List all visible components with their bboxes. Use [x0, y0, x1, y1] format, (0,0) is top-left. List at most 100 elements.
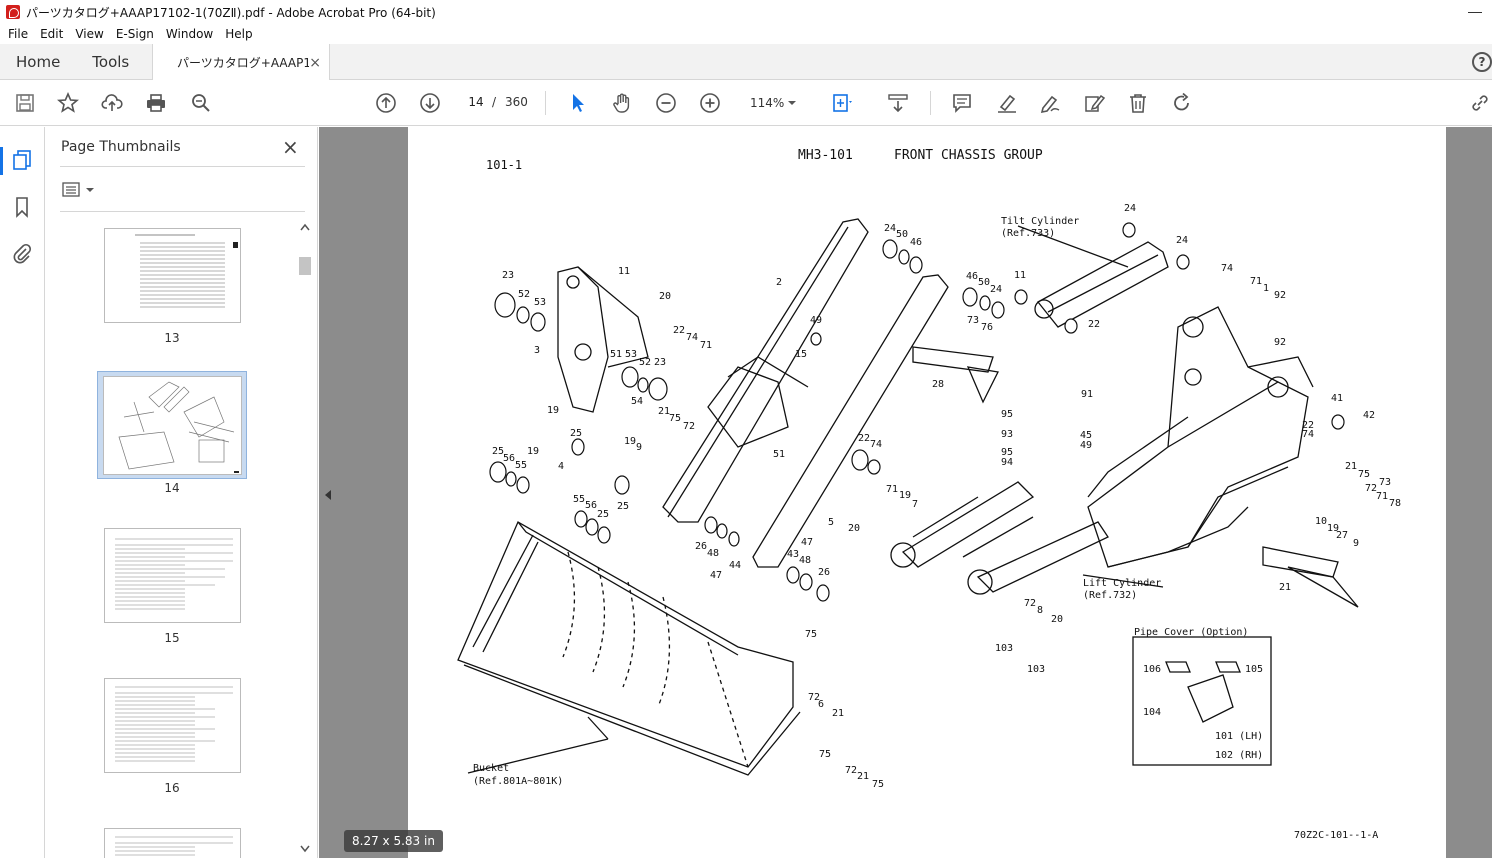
zoom-value: 114%: [750, 96, 785, 110]
delete-icon[interactable]: [1126, 91, 1150, 115]
thumbnail-label: 13: [164, 331, 180, 345]
thumbnail-page-14[interactable]: [103, 376, 242, 475]
callout: 74: [1221, 263, 1233, 274]
page-ref: 101-1: [486, 158, 522, 172]
document-view[interactable]: 101-1 MH3-101 FRONT CHASSIS GROUP: [319, 127, 1492, 858]
callout: 74: [870, 439, 882, 450]
scroll-mode-icon[interactable]: [886, 91, 910, 115]
zoom-in-icon[interactable]: [698, 91, 722, 115]
menu-window[interactable]: Window: [165, 27, 214, 41]
panel-divider: [60, 211, 305, 212]
page-thumbnails-icon[interactable]: [11, 149, 33, 171]
callout: 95: [1001, 447, 1013, 458]
page-up-icon[interactable]: [374, 91, 398, 115]
comment-icon[interactable]: [950, 91, 974, 115]
panel-divider: [60, 166, 305, 167]
page-down-icon[interactable]: [418, 91, 442, 115]
pdf-page: 101-1 MH3-101 FRONT CHASSIS GROUP: [408, 127, 1446, 858]
scroll-down-icon[interactable]: [300, 843, 310, 853]
close-panel-icon[interactable]: ×: [282, 135, 299, 159]
panel-title: Page Thumbnails: [61, 139, 181, 155]
save-icon[interactable]: [13, 91, 37, 115]
thumbnail-page-15[interactable]: [104, 528, 241, 623]
upload-icon[interactable]: [100, 91, 124, 115]
thumbnail-preview: [115, 836, 233, 856]
sign-icon[interactable]: [1038, 91, 1062, 115]
tilt-cylinder-ref: (Ref.733): [1001, 228, 1055, 239]
help-icon[interactable]: ?: [1472, 52, 1492, 72]
zoom-out-icon[interactable]: [654, 91, 678, 115]
callout: 72: [1365, 483, 1377, 494]
callout: 24: [1176, 235, 1188, 246]
callout: 49: [810, 315, 822, 326]
callout: 54: [631, 396, 643, 407]
callout: 106: [1143, 664, 1161, 675]
callout: 92: [1274, 337, 1286, 348]
bookmarks-icon[interactable]: [11, 196, 33, 218]
callout: 15: [795, 349, 807, 360]
tab-document[interactable]: パーツカタログ+AAAP1... ×: [152, 44, 330, 81]
tilt-cylinder-label: Tilt Cylinder: [1001, 216, 1079, 227]
attachments-icon[interactable]: [11, 242, 33, 264]
lift-cylinder-label: Lift Cylinder: [1083, 578, 1161, 589]
callout: 41: [1331, 393, 1343, 404]
minimize-icon[interactable]: [1468, 12, 1482, 13]
close-tab-icon[interactable]: ×: [309, 54, 321, 71]
callout: 103: [1027, 664, 1045, 675]
callout: 71: [1376, 491, 1388, 502]
thumbnail-page-13[interactable]: [104, 228, 241, 323]
callout: 3: [534, 345, 540, 356]
zoom-search-icon[interactable]: [189, 91, 213, 115]
callout: 8: [1037, 605, 1043, 616]
thumbnail-options-button[interactable]: [62, 181, 96, 199]
callout: 71: [886, 484, 898, 495]
tab-tools[interactable]: Tools: [92, 53, 130, 71]
callout: 22: [673, 325, 685, 336]
bookmark-star-icon[interactable]: [56, 91, 80, 115]
print-icon[interactable]: [144, 91, 168, 115]
page-number-input[interactable]: [462, 90, 490, 114]
thumbnail-page-17[interactable]: [104, 828, 241, 858]
bucket-label: Bucket: [473, 763, 509, 774]
callout: 11: [1014, 270, 1026, 281]
collapse-panel-icon[interactable]: [323, 489, 333, 501]
menu-edit[interactable]: Edit: [40, 27, 64, 41]
callout: 50: [978, 277, 990, 288]
menu-help[interactable]: Help: [225, 27, 253, 41]
link-icon[interactable]: [1468, 91, 1492, 115]
callout: 75: [805, 629, 817, 640]
menu-view[interactable]: View: [75, 27, 104, 41]
thumbnail-label: 14: [164, 481, 180, 495]
scroll-up-icon[interactable]: [300, 223, 310, 233]
fill-sign-icon[interactable]: [1082, 91, 1106, 115]
callout: 19: [527, 446, 539, 457]
highlight-icon[interactable]: [995, 91, 1019, 115]
thumbnail-scrollbar[interactable]: [298, 221, 312, 855]
thumbnail-label: 15: [164, 631, 180, 645]
callout: 42: [1363, 410, 1375, 421]
select-arrow-icon[interactable]: [566, 91, 590, 115]
tab-home[interactable]: Home: [16, 53, 61, 71]
callout: 71: [700, 340, 712, 351]
zoom-select[interactable]: 114%: [742, 92, 806, 114]
acrobat-icon: [6, 5, 20, 19]
callout: 91: [1081, 389, 1093, 400]
callout: 23: [654, 357, 666, 368]
group-title: FRONT CHASSIS GROUP: [894, 148, 1043, 163]
fit-page-icon[interactable]: [830, 91, 854, 115]
menu-esign[interactable]: E-Sign: [115, 27, 154, 41]
callout: 48: [799, 555, 811, 566]
hand-icon[interactable]: [610, 91, 634, 115]
menu-file[interactable]: File: [8, 27, 29, 41]
callout: 73: [967, 315, 979, 326]
callout: 93: [1001, 429, 1013, 440]
callout: 56: [503, 453, 515, 464]
scrollbar-thumb[interactable]: [299, 257, 311, 275]
callout: 51: [610, 349, 622, 360]
callout: 24: [990, 284, 1002, 295]
rotate-icon[interactable]: [1170, 91, 1194, 115]
callout: 5: [828, 517, 834, 528]
callout: 46: [966, 271, 978, 282]
thumbnail-page-16[interactable]: [104, 678, 241, 773]
callout: 95: [1001, 409, 1013, 420]
